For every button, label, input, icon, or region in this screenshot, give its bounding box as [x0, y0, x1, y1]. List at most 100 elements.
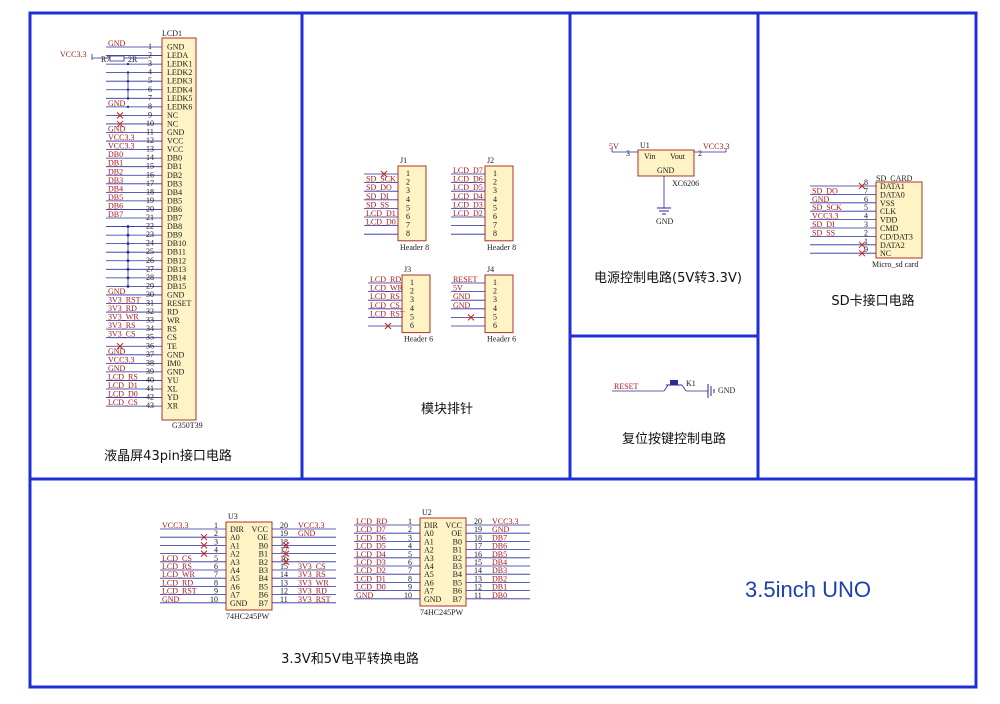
lcd-pin-name: GND [167, 128, 185, 137]
chip-pin-number: 8 [214, 578, 218, 587]
lcd-net-label: GND [108, 99, 126, 108]
header-pin-number: 6 [493, 321, 497, 330]
chip-pin-number: 19 [474, 525, 482, 534]
lcd-pin-name: DB3 [167, 179, 182, 188]
chip-part: 74HC245PW [226, 612, 270, 621]
lcd-net-label: GND [108, 125, 126, 134]
header-pin-number: 1 [406, 169, 410, 178]
chip-net-label: LCD_D7 [356, 525, 386, 534]
header-net-label: SD_DO [366, 183, 392, 192]
sd-part: Micro_sd card [872, 260, 918, 269]
lcd-net-label: VCC3.3 [108, 355, 134, 364]
header-net-label: LCD_WR [370, 284, 404, 293]
lcd-pin-name: LEDK1 [167, 60, 192, 69]
header-pin-number: 1 [493, 169, 497, 178]
chip-net-label: LCD_D0 [356, 583, 386, 592]
chip-pin-number: 19 [280, 529, 288, 538]
chip-net-label: LCD_RD [356, 517, 387, 526]
lcd-net-label: LCD_D1 [108, 381, 138, 390]
header-part: Header 6 [404, 335, 433, 344]
lcd-pin-name: DB7 [167, 214, 182, 223]
header-part: Header 8 [400, 243, 429, 252]
sd-ref: SD_CARD [876, 174, 913, 183]
reset-ref: K1 [686, 379, 696, 388]
lcd-pin-number: 2 [148, 51, 152, 60]
header-net-label: RESET [453, 275, 478, 284]
sd-pin-name: CD/DAT3 [880, 232, 913, 241]
lcd-r7-vcc: VCC3.3 [60, 50, 86, 59]
header-net-label: LCD_D2 [453, 209, 483, 218]
chip-net-label: 3V3_RST [298, 595, 331, 604]
lcd-pin-number: 34 [146, 324, 154, 333]
chip-pin-number: 7 [408, 566, 412, 575]
chip-pin-name: A6 [230, 582, 240, 591]
lcd-pin-number: 39 [146, 367, 154, 376]
lcd-pin-number: 24 [146, 239, 154, 248]
resistor-r7 [109, 55, 125, 62]
header-net-label: GND [453, 301, 471, 310]
lcd-pin-name: DB1 [167, 162, 182, 171]
lcd-pin: 11 GND GND [106, 125, 185, 137]
lcd-net-label: 3V3_RST [108, 296, 141, 305]
sd-net-label: VCC3.3 [812, 212, 838, 221]
sd-pin-name: CMD [880, 224, 898, 233]
chip-net-label: DB0 [492, 591, 507, 600]
lcd-pin-number: 9 [148, 110, 152, 119]
chip-pin-name: A5 [230, 574, 240, 583]
chip-pin-number: 6 [214, 562, 218, 571]
lcd-pin-name: LEDK5 [167, 94, 192, 103]
no-connect-mark [116, 342, 124, 350]
lcd-r7-value: 2R [128, 55, 138, 64]
chip-pin-name: B3 [259, 566, 268, 575]
header-pin-number: 8 [406, 229, 410, 238]
chip-pin-number: 13 [474, 574, 482, 583]
chip-pin-name: A0 [424, 529, 434, 538]
chip-pin-number: 16 [474, 550, 482, 559]
chip-net-label: GND [162, 595, 180, 604]
no-connect-mark [200, 533, 208, 541]
lcd-net-label: VCC3.3 [108, 142, 134, 151]
header-net-label: 5V [453, 284, 463, 293]
chip-pin-name: DIR [424, 521, 438, 530]
chip-pin-name: A4 [230, 566, 240, 575]
reset-gnd-label: GND [718, 386, 736, 395]
no-connect-mark [858, 241, 866, 249]
chip-pin-name: B4 [453, 570, 462, 579]
lcd-pin-number: 37 [146, 350, 154, 359]
lcd-pin-name: WR [167, 316, 181, 325]
lcd-pin-name: DB12 [167, 256, 186, 265]
chip-pin-number: 12 [280, 587, 288, 596]
lcd-pin-number: 11 [146, 128, 154, 137]
chip-pin-number: 3 [408, 533, 412, 542]
chip-body [419, 517, 467, 607]
lcd-pin-number: 40 [146, 375, 154, 384]
reset-net: RESET [614, 382, 639, 391]
chip-pin-name: A1 [230, 541, 240, 550]
lcd-pin-number: 28 [146, 273, 154, 282]
chip-pin-name: B1 [259, 550, 268, 559]
lcd-pin-name: GND [167, 350, 185, 359]
lcd-pin-name: RS [167, 325, 177, 334]
power-pin-out: 2 [698, 149, 702, 158]
header-pin-number: 2 [493, 178, 497, 187]
header-pin-number: 4 [493, 304, 497, 313]
chip-pin-number: 11 [474, 591, 482, 600]
chip-pin-number: 17 [280, 546, 288, 555]
header-pin-number: 8 [493, 229, 497, 238]
